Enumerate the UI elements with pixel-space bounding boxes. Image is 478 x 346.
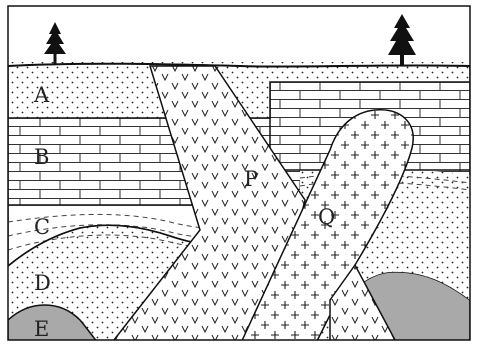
label-p: P: [244, 167, 258, 191]
label-q: Q: [318, 205, 335, 229]
label-d: D: [34, 271, 51, 295]
tree-icon: [44, 22, 66, 65]
label-a: A: [33, 83, 50, 107]
label-e: E: [34, 317, 49, 341]
tree-icon: [388, 14, 416, 66]
label-b: B: [34, 145, 49, 169]
label-c: C: [34, 215, 50, 239]
